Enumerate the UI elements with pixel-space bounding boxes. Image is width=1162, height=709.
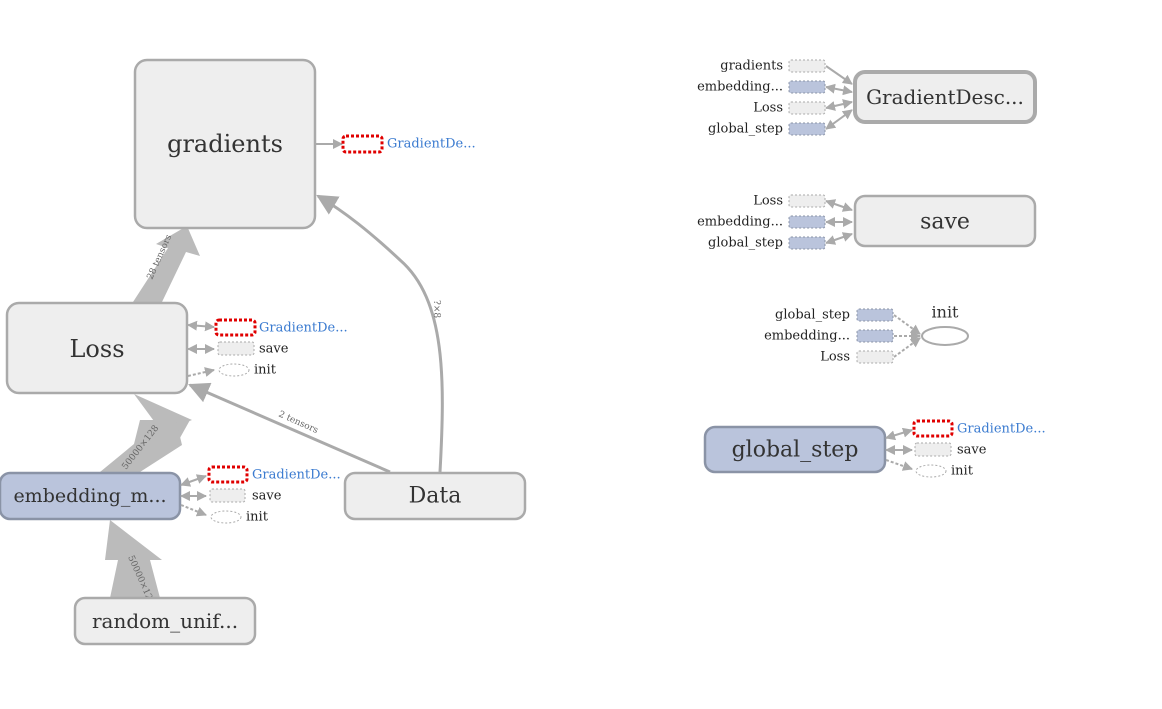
node-init-label: init: [932, 303, 960, 322]
gd-input-loss[interactable]: Loss: [753, 99, 853, 116]
aux-embedding-save-label[interactable]: save: [252, 489, 282, 504]
gradientdescent-highlight-icon: [214, 318, 257, 337]
node-loss[interactable]: Loss: [5, 301, 189, 395]
aux-graph-gradientdescent[interactable]: gradients embedding... Loss global_step …: [697, 59, 1037, 137]
node-save-label: save: [920, 210, 970, 235]
init-input-embedding-label: embedding...: [764, 329, 850, 344]
aux-graph-save[interactable]: Loss embedding... global_step save: [697, 194, 1037, 251]
aux-loss-save[interactable]: save: [187, 341, 289, 357]
node-global-step[interactable]: global_step: [703, 425, 887, 474]
gd-input-global-step[interactable]: global_step: [708, 109, 853, 137]
aux-loss-init-label[interactable]: init: [254, 363, 277, 378]
node-embedding-label: embedding_m...: [13, 485, 166, 507]
save-input-loss-label: Loss: [753, 194, 783, 209]
node-global-step-label: global_step: [732, 438, 859, 463]
gd-input-gradients-label: gradients: [720, 59, 783, 74]
gs-output-gradientdescent[interactable]: GradientDe...: [885, 419, 1046, 441]
init-input-global-step-label: global_step: [775, 308, 850, 323]
gd-input-loss-label: Loss: [753, 101, 783, 116]
node-save[interactable]: save: [853, 194, 1037, 248]
gs-output-init-label[interactable]: init: [951, 464, 974, 479]
gradientdescent-highlight-icon: [207, 465, 249, 484]
aux-loss-gradientdescent-label[interactable]: GradientDe...: [259, 321, 348, 336]
gs-output-save[interactable]: save: [885, 442, 987, 458]
edge-loss-to-gradients[interactable]: 28 tensors: [133, 226, 200, 302]
gd-input-embedding-label: embedding...: [697, 80, 783, 95]
save-op-icon: [217, 341, 255, 356]
init-op-icon: [921, 326, 969, 346]
init-op-icon: [218, 363, 250, 377]
gs-output-init[interactable]: init: [885, 459, 974, 479]
edge-embedding-to-loss[interactable]: 50000×128: [100, 394, 192, 472]
save-input-global-step-label: global_step: [708, 236, 783, 251]
save-op-icon: [914, 442, 952, 457]
edge-data-to-loss[interactable]: 2 tensors: [188, 382, 391, 474]
init-op-icon: [915, 464, 947, 478]
aux-embedding-save[interactable]: save: [180, 488, 282, 504]
gradientdescent-highlight-icon: [341, 134, 384, 154]
aux-loss-gradientdescent[interactable]: GradientDe...: [187, 318, 348, 337]
aux-embedding-gradientdescent[interactable]: GradientDe...: [180, 465, 341, 487]
node-gradients[interactable]: gradients: [133, 58, 317, 230]
node-gradients-label: gradients: [167, 130, 283, 158]
node-data-label: Data: [409, 484, 462, 509]
aux-embedding-init-label[interactable]: init: [246, 510, 269, 525]
aux-graph-global-step[interactable]: global_step GradientDe... save init: [703, 419, 1046, 479]
save-input-embedding-label: embedding...: [697, 215, 783, 230]
node-gradientdescent-label: GradientDesc...: [866, 85, 1024, 109]
node-random[interactable]: random_unif...: [73, 596, 257, 646]
save-input-global-step[interactable]: global_step: [708, 232, 853, 251]
aux-gradients-gradientdescent-label[interactable]: GradientDe...: [387, 137, 476, 152]
save-op-icon: [209, 488, 246, 503]
aux-graph-init[interactable]: global_step embedding... Loss init: [764, 303, 969, 365]
gradientdescent-highlight-icon: [912, 419, 954, 438]
gd-input-gradients[interactable]: gradients: [720, 59, 853, 85]
init-input-loss-label: Loss: [820, 350, 850, 365]
save-input-embedding[interactable]: embedding...: [697, 215, 853, 230]
edge-label-data-gradients: ?×8: [431, 300, 441, 318]
gd-input-global-step-label: global_step: [708, 122, 783, 137]
gs-output-save-label[interactable]: save: [957, 443, 987, 458]
node-gradientdescent[interactable]: GradientDesc...: [853, 70, 1037, 124]
node-data[interactable]: Data: [343, 471, 527, 521]
init-op-icon: [210, 510, 242, 524]
init-input-loss[interactable]: Loss: [820, 337, 921, 365]
aux-loss-save-label[interactable]: save: [259, 342, 289, 357]
save-input-loss[interactable]: Loss: [753, 194, 853, 212]
aux-loss-init[interactable]: init: [187, 363, 277, 378]
aux-embedding-init[interactable]: init: [180, 504, 269, 525]
edge-data-to-gradients[interactable]: ?×8: [316, 194, 444, 473]
aux-embedding-gradientdescent-label[interactable]: GradientDe...: [252, 468, 341, 483]
aux-gradients-gradientdescent[interactable]: GradientDe...: [316, 134, 476, 154]
gs-output-gradientdescent-label[interactable]: GradientDe...: [957, 422, 1046, 437]
gd-input-embedding[interactable]: embedding...: [697, 80, 853, 96]
node-random-label: random_unif...: [92, 609, 238, 633]
node-embedding[interactable]: embedding_m...: [0, 471, 182, 521]
edge-random-to-embedding[interactable]: 50000×128: [105, 520, 162, 607]
node-init[interactable]: init: [921, 303, 969, 346]
init-input-embedding[interactable]: embedding...: [764, 329, 921, 344]
init-input-global-step[interactable]: global_step: [775, 308, 921, 335]
node-loss-label: Loss: [69, 335, 124, 363]
